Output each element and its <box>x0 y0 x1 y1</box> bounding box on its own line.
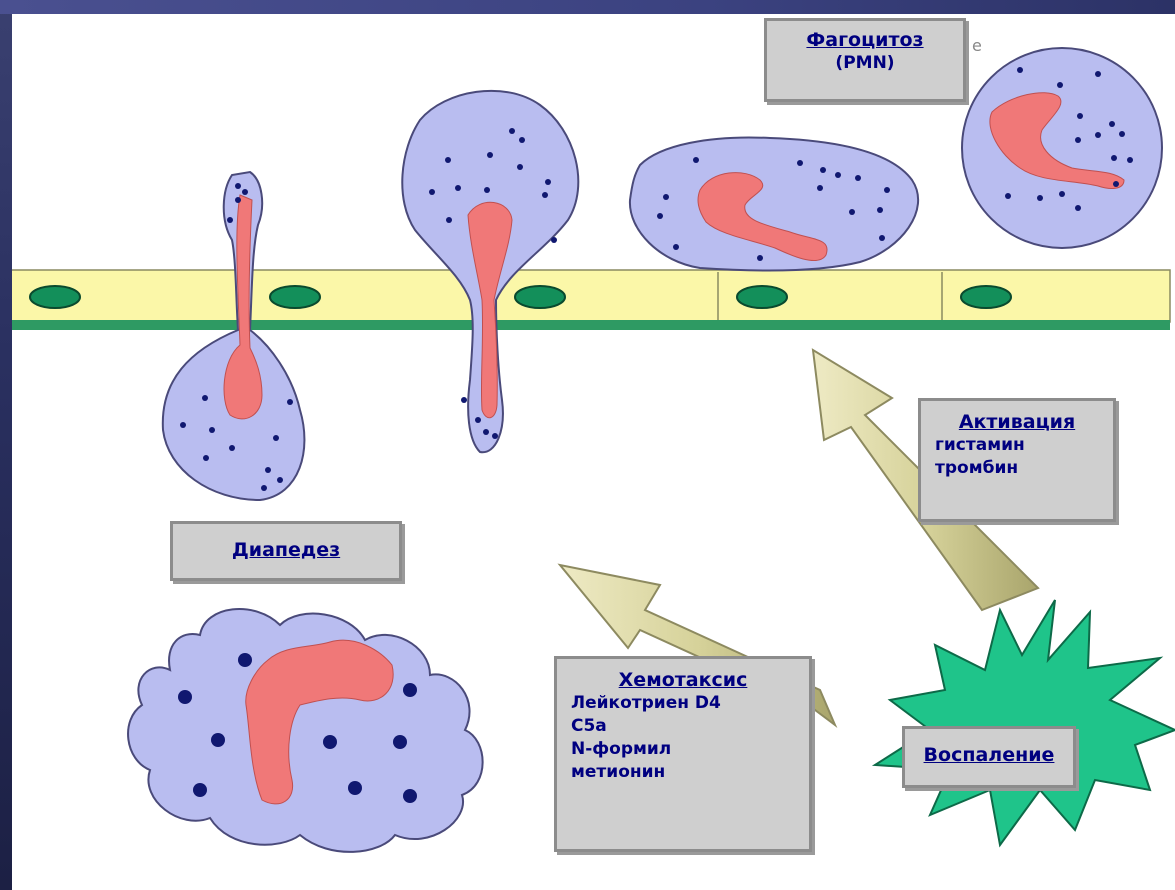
chemotaxis-label: Хемотаксис Лейкотриен D4 C5a N-формил ме… <box>554 656 812 852</box>
diapedesis-title: Диапедез <box>173 539 399 562</box>
activation-item-thrombin: тромбин <box>935 457 1113 480</box>
inflammation-label: Воспаление <box>902 726 1076 788</box>
inflammation-title: Воспаление <box>905 744 1073 767</box>
diapedesis-label: Диапедез <box>170 521 402 581</box>
slide-frame-left <box>0 0 12 890</box>
stray-text-fragment: e <box>972 36 982 55</box>
leukocyte-diapedesis-1 <box>163 172 305 500</box>
endothelium-layer <box>12 270 1170 330</box>
phagocytosis-title: Фагоцитоз <box>767 29 963 52</box>
chemotaxis-item-n-formyl: N-формил <box>571 738 809 761</box>
diagram-canvas: e Фагоцитоз (PMN) Активация гистамин тро… <box>12 14 1175 890</box>
phagocytosis-label: Фагоцитоз (PMN) <box>764 18 966 102</box>
activation-item-histamine: гистамин <box>935 434 1113 457</box>
activation-label: Активация гистамин тромбин <box>918 398 1116 522</box>
chemotaxis-item-leukotriene: Лейкотриен D4 <box>571 692 809 715</box>
phagocytosis-subtitle: (PMN) <box>767 52 963 75</box>
leukocyte-phagocyte <box>128 609 483 852</box>
activation-title: Активация <box>935 411 1113 434</box>
leukocyte-adhering <box>630 137 918 270</box>
inflammation-burst <box>875 600 1175 845</box>
leukocyte-circulating <box>962 48 1162 248</box>
slide-frame-top <box>0 0 1175 14</box>
chemotaxis-item-methionine: метионин <box>571 761 809 784</box>
chemotaxis-title: Хемотаксис <box>571 669 809 692</box>
chemotaxis-item-c5a: C5a <box>571 715 809 738</box>
